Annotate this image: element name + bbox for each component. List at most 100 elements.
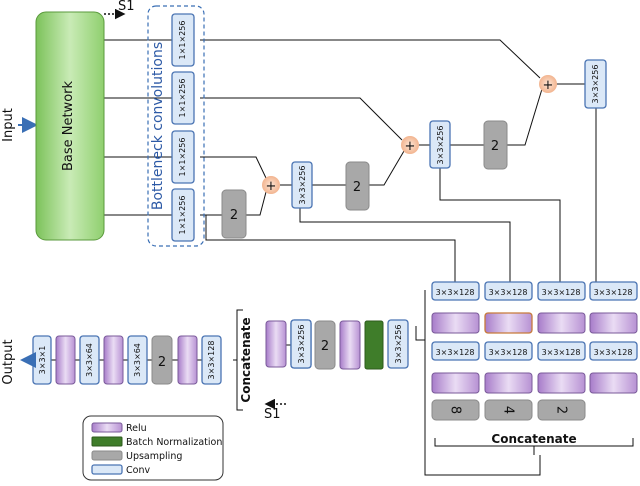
decoder-conv-1-label: 3×3×256 [297, 325, 306, 364]
plus-node-2 [401, 136, 419, 154]
head-conv-c2-label: 3×3×128 [542, 348, 581, 357]
head-upsample-2 [537, 399, 586, 421]
upsample-block-1 [221, 189, 247, 239]
head-relu-b2 [484, 372, 533, 394]
bottleneck-conv-2-label: 1×1×256 [178, 79, 187, 118]
plus-node-3 [539, 75, 557, 93]
output-conv-label: 3×3×1 [38, 346, 47, 375]
legend-relu-label: Relu [126, 423, 147, 434]
head-relu-b1 [484, 312, 533, 334]
upsample-block-2 [345, 161, 370, 211]
head-conv-a1 [431, 281, 480, 301]
decoder-conv-2-label: 3×3×256 [394, 325, 403, 364]
merge-conv-3 [584, 59, 607, 109]
bottleneck-conv-4-label: 1×1×256 [178, 196, 187, 235]
head-conv-a1-label: 3×3×128 [436, 288, 475, 297]
connections [33, 39, 634, 476]
left-upsample [151, 335, 173, 385]
head-upsample-8-label: 8 [448, 406, 463, 414]
head-relu-row-1 [431, 312, 638, 334]
head-conv-row-1: 3×3×128 3×3×128 3×3×128 3×3×128 [431, 281, 638, 301]
bottleneck-conv-3 [171, 130, 195, 184]
merge-conv-1-label: 3×3×256 [298, 166, 307, 205]
head-conv-b2 [484, 341, 533, 361]
head-concatenate-label: Concatenate [491, 432, 576, 446]
left-relu-1 [55, 335, 76, 385]
decoder-batchnorm [364, 320, 384, 370]
head-relu-d1 [589, 312, 638, 334]
head-conv-d2 [589, 341, 638, 361]
merge-conv-2 [429, 120, 451, 169]
legend: Relu Batch Normalization Upsampling Conv [82, 415, 224, 481]
decoder-relu-b [339, 320, 361, 370]
merge-conv-3-label: 3×3×256 [591, 65, 600, 104]
head-upsample-2-label: 2 [554, 406, 569, 414]
legend-upsampling-swatch [91, 450, 123, 461]
bottleneck-conv-1-label: 1×1×256 [178, 21, 187, 60]
decoder-conv-2 [387, 319, 409, 369]
head-conv-a2 [431, 341, 480, 361]
bottleneck-conv-2 [171, 71, 195, 125]
left-conv-64-a [79, 335, 100, 385]
head-conv-row-2: 3×3×128 3×3×128 3×3×128 3×3×128 [431, 341, 638, 361]
bottleneck-conv-4 [171, 188, 195, 242]
upsample-block-3-label: 2 [491, 139, 499, 154]
head-conv-d1-label: 3×3×128 [594, 288, 633, 297]
head-relu-row-2 [431, 372, 638, 394]
decoder-conv-1 [290, 319, 312, 369]
head-conv-b1-label: 3×3×128 [489, 288, 528, 297]
head-conv-c1-label: 3×3×128 [542, 288, 581, 297]
left-upsample-label: 2 [158, 355, 166, 370]
output-label: Output [1, 339, 16, 384]
left-conv-64-b [127, 335, 148, 385]
head-relu-c2 [537, 372, 586, 394]
bottleneck-conv-3-label: 1×1×256 [178, 138, 187, 177]
head-conv-d2-label: 3×3×128 [594, 348, 633, 357]
decoder-concatenate-label: Concatenate [239, 317, 253, 402]
plus-node-1 [262, 176, 280, 194]
bottleneck-group [147, 5, 205, 247]
left-conv-128 [201, 335, 222, 385]
head-relu-a1 [431, 312, 480, 334]
head-conv-c1 [537, 281, 586, 301]
legend-bn-swatch [91, 436, 123, 447]
legend-conv-label: Conv [126, 465, 150, 476]
legend-upsampling-label: Upsampling [126, 451, 182, 462]
base-network-block [35, 11, 105, 241]
head-conv-a2-label: 3×3×128 [436, 348, 475, 357]
s1-top-label: S1 [118, 0, 135, 14]
input-label: Input [1, 108, 16, 142]
legend-relu-swatch [91, 422, 123, 433]
plus-node-2-symbol: + [405, 139, 416, 154]
head-relu-a2 [431, 372, 480, 394]
decoder-relu-a [265, 320, 287, 368]
upsample-block-1-label: 2 [230, 208, 238, 223]
head-upsample-8 [431, 399, 480, 421]
head-upsample-row: 8 4 2 [431, 399, 586, 421]
s1-bottom-label: S1 [264, 407, 281, 422]
upsample-block-2-label: 2 [353, 180, 361, 195]
decoder-upsample [314, 320, 336, 370]
head-relu-c1 [537, 312, 586, 334]
head-conv-b1 [484, 281, 533, 301]
head-conv-b2-label: 3×3×128 [489, 348, 528, 357]
decoder-upsample-label: 2 [321, 339, 329, 354]
head-upsample-4 [484, 399, 533, 421]
upsample-block-3 [483, 120, 508, 170]
base-network-label: Base Network [61, 81, 76, 172]
merge-conv-1 [291, 161, 313, 209]
left-relu-3 [177, 335, 198, 385]
plus-node-3-symbol: + [543, 78, 554, 93]
head-upsample-4-label: 4 [501, 406, 516, 414]
merge-conv-2-label: 3×3×256 [436, 126, 445, 165]
head-conv-c2 [537, 341, 586, 361]
head-relu-d2 [589, 372, 638, 394]
legend-bn-label: Batch Normalization [126, 437, 222, 448]
head-conv-d1 [589, 281, 638, 301]
legend-conv-swatch [91, 464, 123, 475]
left-relu-2 [103, 335, 124, 385]
left-conv-64-a-label: 3×3×64 [85, 343, 94, 377]
left-conv-128-label: 3×3×128 [207, 341, 216, 380]
left-conv-64-b-label: 3×3×64 [133, 343, 142, 377]
